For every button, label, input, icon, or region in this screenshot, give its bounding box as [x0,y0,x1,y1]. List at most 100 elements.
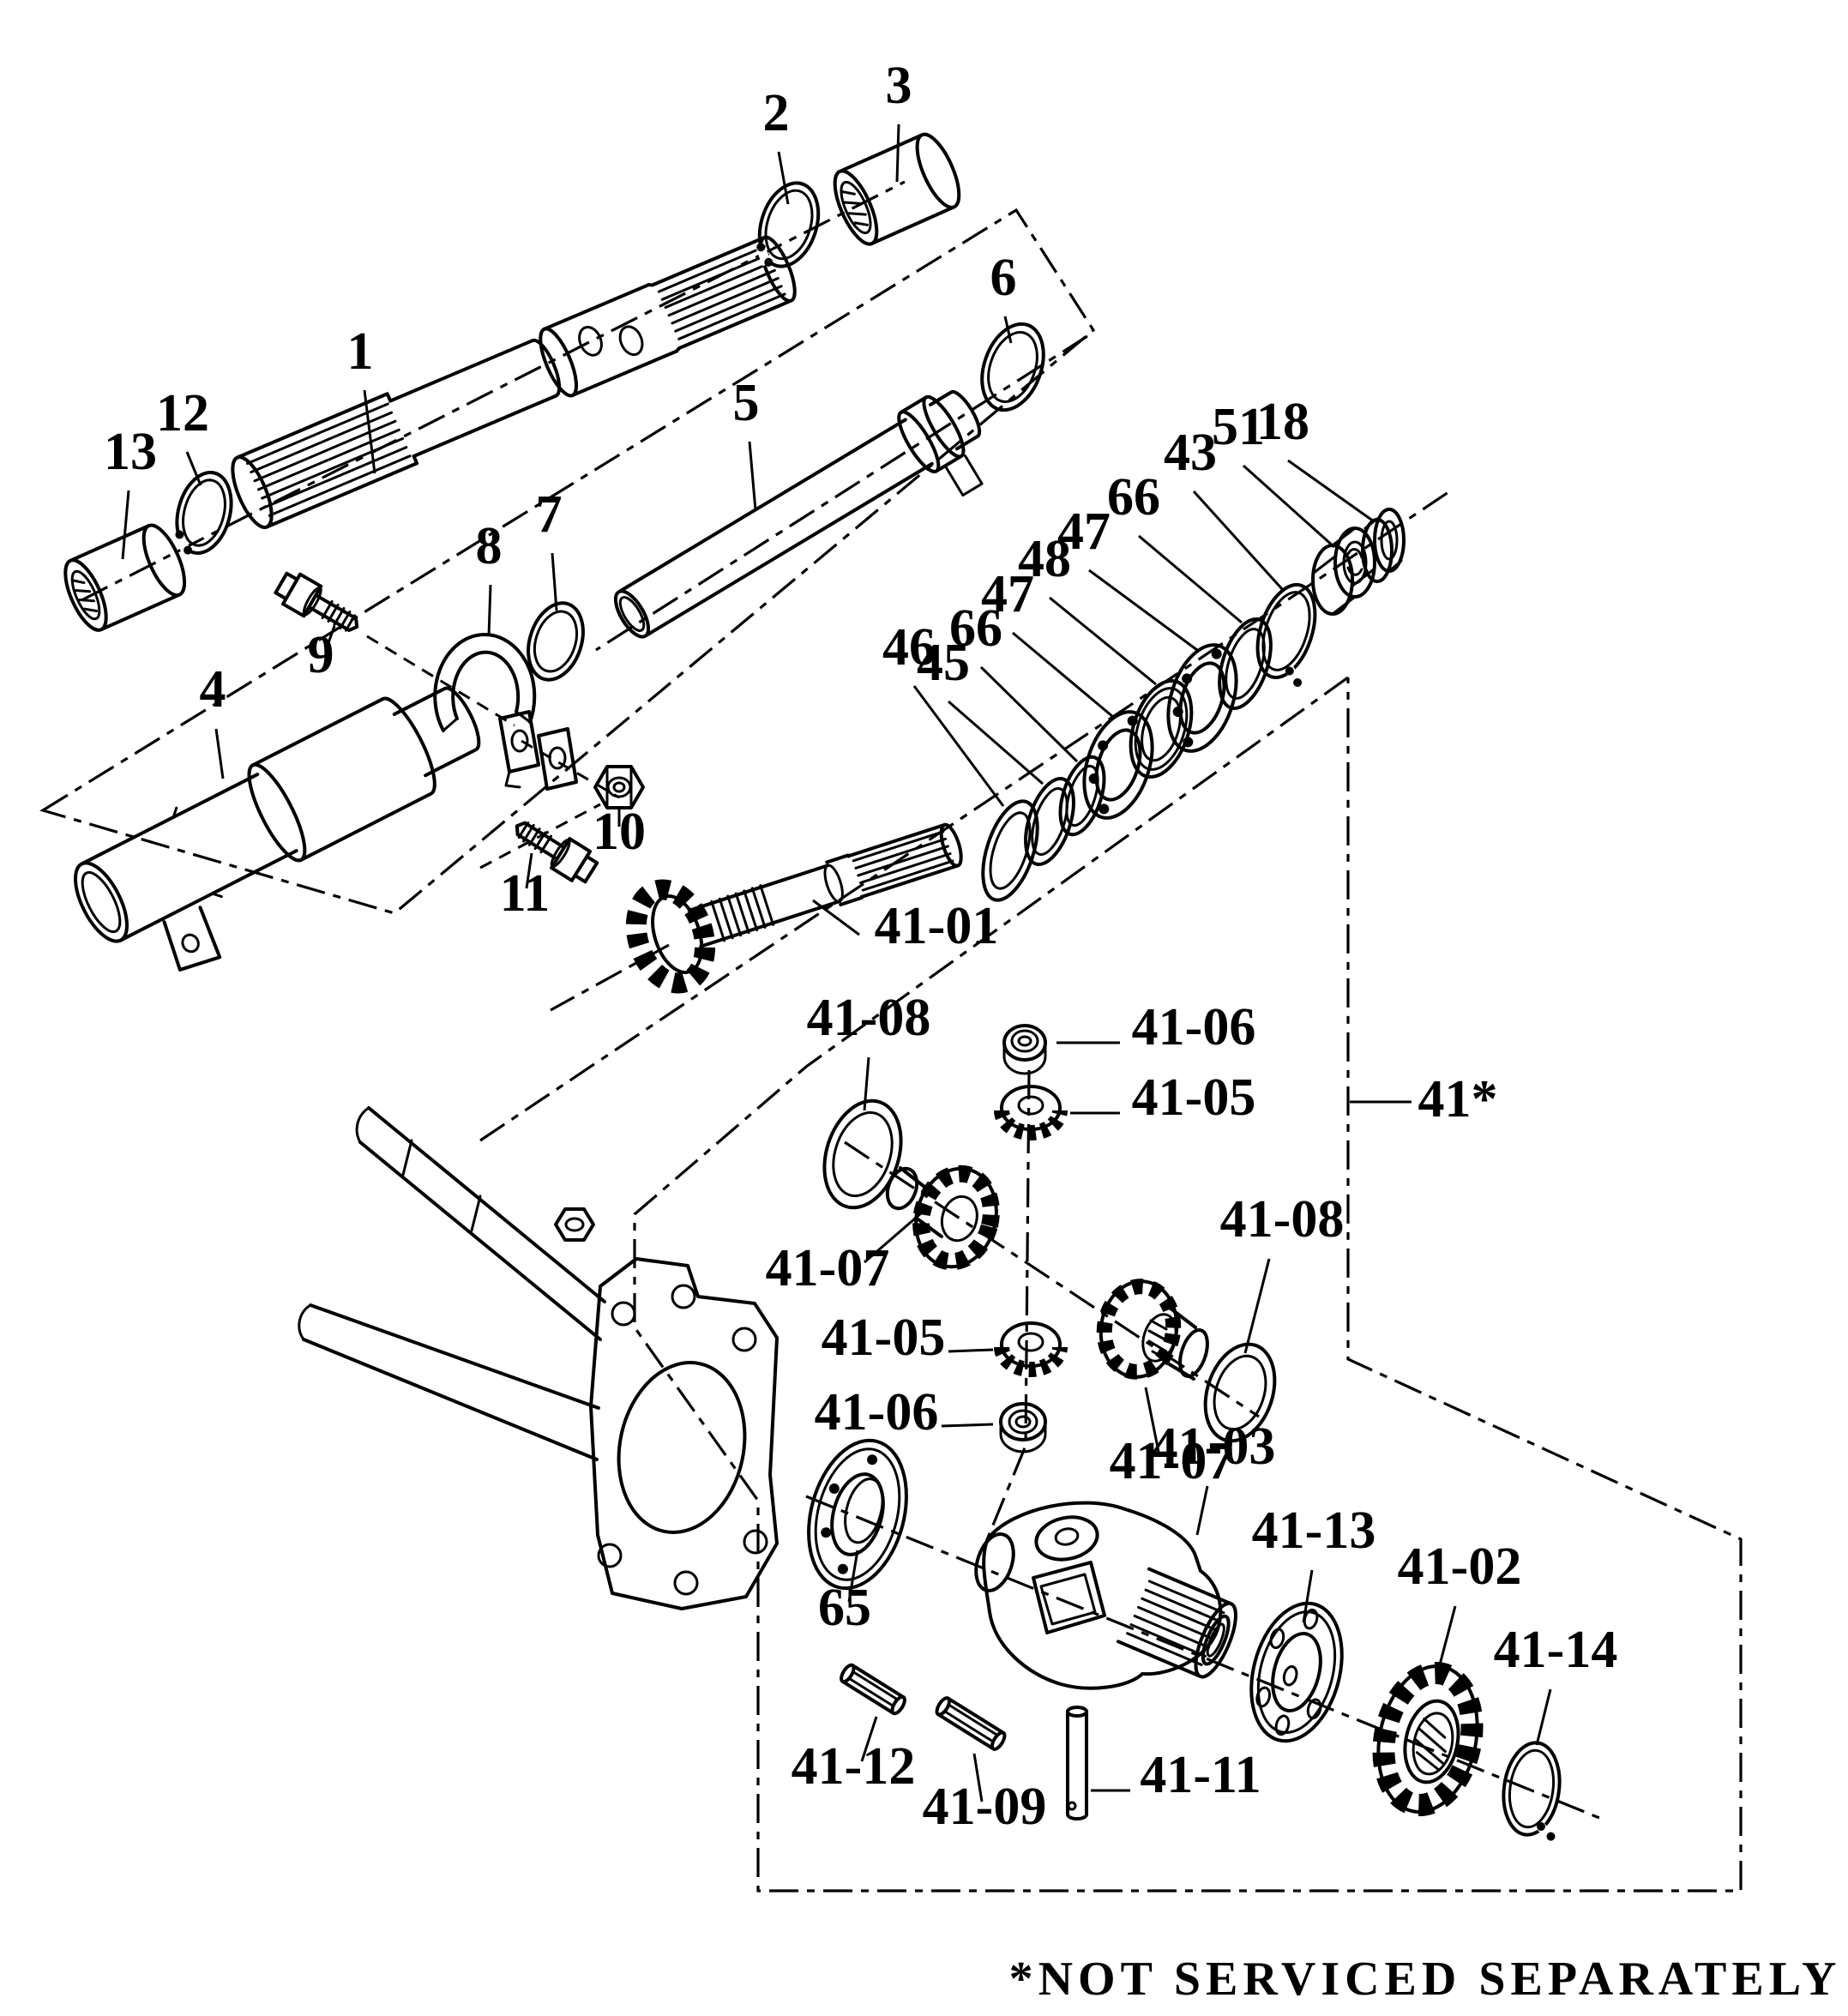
part-41-07-side-gear-left [885,1164,1000,1271]
part-43-snap-ring [1255,582,1317,687]
part-41-07-side-gear-right [1096,1279,1209,1381]
part-10-nut [593,765,645,809]
leader-no-9 [324,625,336,651]
label-no-45: 45 [917,634,970,692]
label-no-41-05-top: 41-05 [1132,1068,1256,1127]
part-5-shaft-tube [613,390,984,639]
leader-no-41-03 [1195,1485,1209,1536]
leader-no-41-06-bottom [941,1423,994,1428]
label-no-65: 65 [818,1579,871,1637]
label-no-41-star: 41* [1418,1070,1498,1128]
leader-no-6 [1003,316,1013,344]
leader-no-7 [551,552,558,611]
part-65-ball-bearing [807,1438,908,1591]
leader-no-41-01 [812,899,860,936]
label-no-5: 5 [733,374,760,432]
label-no-13: 13 [104,423,157,481]
label-no-41-08-right: 41-08 [1220,1190,1345,1249]
label-no-41-13: 41-13 [1252,1501,1376,1560]
label-no-10: 10 [593,803,646,861]
part-1-drive-shaft [231,235,797,529]
part-4-axle-tube-housing [74,686,481,972]
part-6-o-ring [980,322,1045,412]
leader-no-41-13 [1302,1569,1314,1623]
label-no-41-06-top: 41-06 [1132,998,1256,1056]
part-41-12-pin [840,1663,906,1716]
footnote-not-serviced-separately: *NOT SERVICED SEPARATELY [1009,1953,1842,2006]
label-no-41-08-left: 41-08 [807,989,931,1047]
part-3-coupling-bushing [833,132,961,246]
label-no-11: 11 [500,864,551,923]
leader-no-47a [1012,631,1114,719]
bolt-axis-lines [366,635,620,870]
part-41-02-bevel-gear [1372,1661,1484,1817]
label-no-41-02: 41-02 [1398,1538,1522,1596]
leader-no-48 [1049,596,1157,686]
leader-no-2 [777,151,790,205]
label-no-41-07-bottom: 41-07 [1110,1432,1234,1490]
part-41-08-thrust-washer-left [822,1098,903,1210]
label-no-41-06-bottom: 41-06 [815,1383,939,1441]
label-no-2: 2 [763,84,790,142]
label-no-43: 43 [1164,424,1217,482]
part-7-seal-ring [527,601,585,682]
part-18-washer [1361,508,1406,583]
leader-no-41-07-bottom [1144,1387,1161,1457]
label-no-41-05-mid: 41-05 [822,1309,946,1367]
label-no-8: 8 [476,517,503,575]
gear-housing-case [298,1106,779,1610]
part-8-clamp [433,633,578,791]
leader-no-11 [525,852,533,889]
leader-no-66a [979,665,1079,763]
label-no-47b: 47 [1057,502,1111,561]
leader-no-12 [185,451,202,486]
part-13-coupling-bushing [63,523,187,632]
leader-no-1 [363,389,376,474]
label-no-41-01: 41-01 [875,897,999,955]
leader-no-41-09 [972,1753,984,1802]
label-no-7: 7 [536,485,563,544]
part-66-shim-left [1058,755,1106,837]
label-no-41-09: 41-09 [923,1778,1047,1836]
part-41-01-bevel-pinion-shaft [625,822,963,994]
part-2-snap-ring [755,181,821,268]
leader-no-47b [1088,569,1198,652]
label-no-6: 6 [990,249,1017,307]
leader-no-13 [121,490,130,560]
part-12-snap-ring [173,470,233,556]
label-no-41-03: 41-03 [1152,1417,1276,1476]
part-46-seal-ring [981,799,1039,902]
part-41-06-thrust-washer-top [1002,1024,1047,1075]
leader-no-46 [912,685,1005,807]
phantom-boundary-41-group [633,676,1743,1893]
leader-no-41-02 [1437,1605,1457,1669]
label-no-1: 1 [347,322,374,381]
leader-no-41-12 [860,1716,878,1762]
part-41-09-pin [935,1696,1007,1751]
part-51-lock-nut [1311,527,1376,616]
part-45-washer [1024,776,1075,867]
label-no-4: 4 [200,660,226,719]
leader-no-41-05-mid [948,1348,994,1353]
leader-no-41-08-right [1243,1258,1271,1354]
leader-no-41-07-left [864,1206,929,1264]
leader-no-45 [948,700,1044,785]
leader-no-41-14 [1535,1688,1552,1746]
leader-no-4 [214,728,225,779]
leader-no-41-08-left [863,1056,870,1111]
leader-no-51 [1242,464,1336,549]
part-41-06-thrust-washer-bottom [999,1402,1047,1453]
leader-no-43 [1192,490,1285,592]
label-no-48: 48 [1018,530,1071,588]
part-41-11-pin [1066,1706,1088,1820]
leader-no-18 [1287,459,1375,523]
label-no-3: 3 [886,57,912,115]
label-no-12: 12 [156,384,209,442]
leader-no-5 [748,441,757,511]
leader-no-8 [487,584,492,637]
leader-no-3 [895,123,900,183]
part-41-05-pinion-gear-top [994,1085,1068,1140]
